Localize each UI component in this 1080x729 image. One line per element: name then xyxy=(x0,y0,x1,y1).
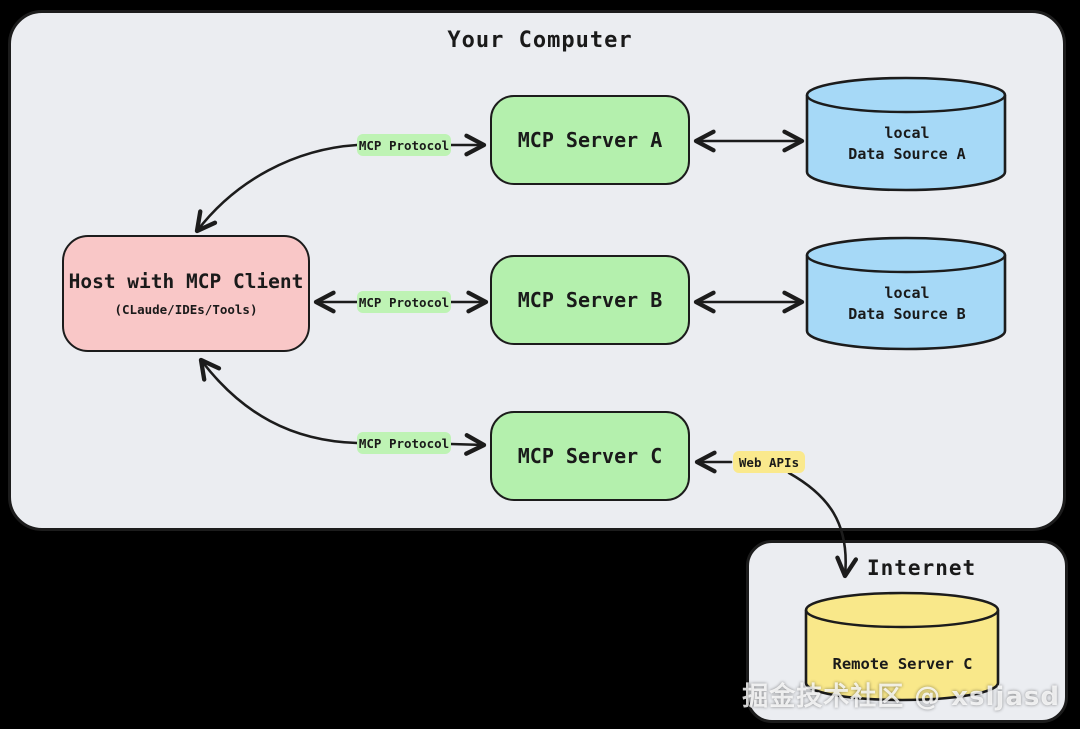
local-data-source-a-line2: Data Source A xyxy=(848,145,966,163)
local-data-source-a-line1: local xyxy=(884,124,930,142)
mcp-server-a-box: MCP Server A xyxy=(490,95,690,185)
host-subtitle: (CLaude/IDEs/Tools) xyxy=(114,302,258,317)
mcp-server-a-label: MCP Server A xyxy=(517,128,663,152)
web-apis-badge-label: Web APIs xyxy=(738,454,800,470)
your-computer-title: Your Computer xyxy=(447,28,633,53)
web-apis-badge: Web APIs xyxy=(733,451,805,473)
mcp-server-c-box: MCP Server C xyxy=(490,411,690,501)
mcp-protocol-badge-c: MCP Protocol xyxy=(357,432,451,454)
local-data-source-b-line2: Data Source B xyxy=(848,305,966,323)
mcp-server-b-box: MCP Server B xyxy=(490,255,690,345)
mcp-protocol-badge-a-label: MCP Protocol xyxy=(358,137,450,153)
local-data-source-b-label: local Data Source B xyxy=(808,283,1006,325)
remote-server-c-label: Remote Server C xyxy=(832,655,973,673)
mcp-protocol-badge-b-label: MCP Protocol xyxy=(358,294,450,310)
internet-title: Internet xyxy=(867,556,977,580)
watermark: 掘金技术社区 @ xsljasd xyxy=(742,682,1060,712)
mcp-protocol-badge-c-label: MCP Protocol xyxy=(358,435,450,451)
mcp-protocol-badge-b: MCP Protocol xyxy=(357,291,451,313)
host-title: Host with MCP Client xyxy=(68,270,304,293)
mcp-server-c-label: MCP Server C xyxy=(517,444,663,468)
local-data-source-b-line1: local xyxy=(884,284,930,302)
mcp-server-b-label: MCP Server B xyxy=(517,288,663,312)
mcp-protocol-badge-a: MCP Protocol xyxy=(357,134,451,156)
local-data-source-a-label: local Data Source A xyxy=(808,123,1006,165)
host-with-mcp-client-box: Host with MCP Client (CLaude/IDEs/Tools) xyxy=(62,235,310,352)
